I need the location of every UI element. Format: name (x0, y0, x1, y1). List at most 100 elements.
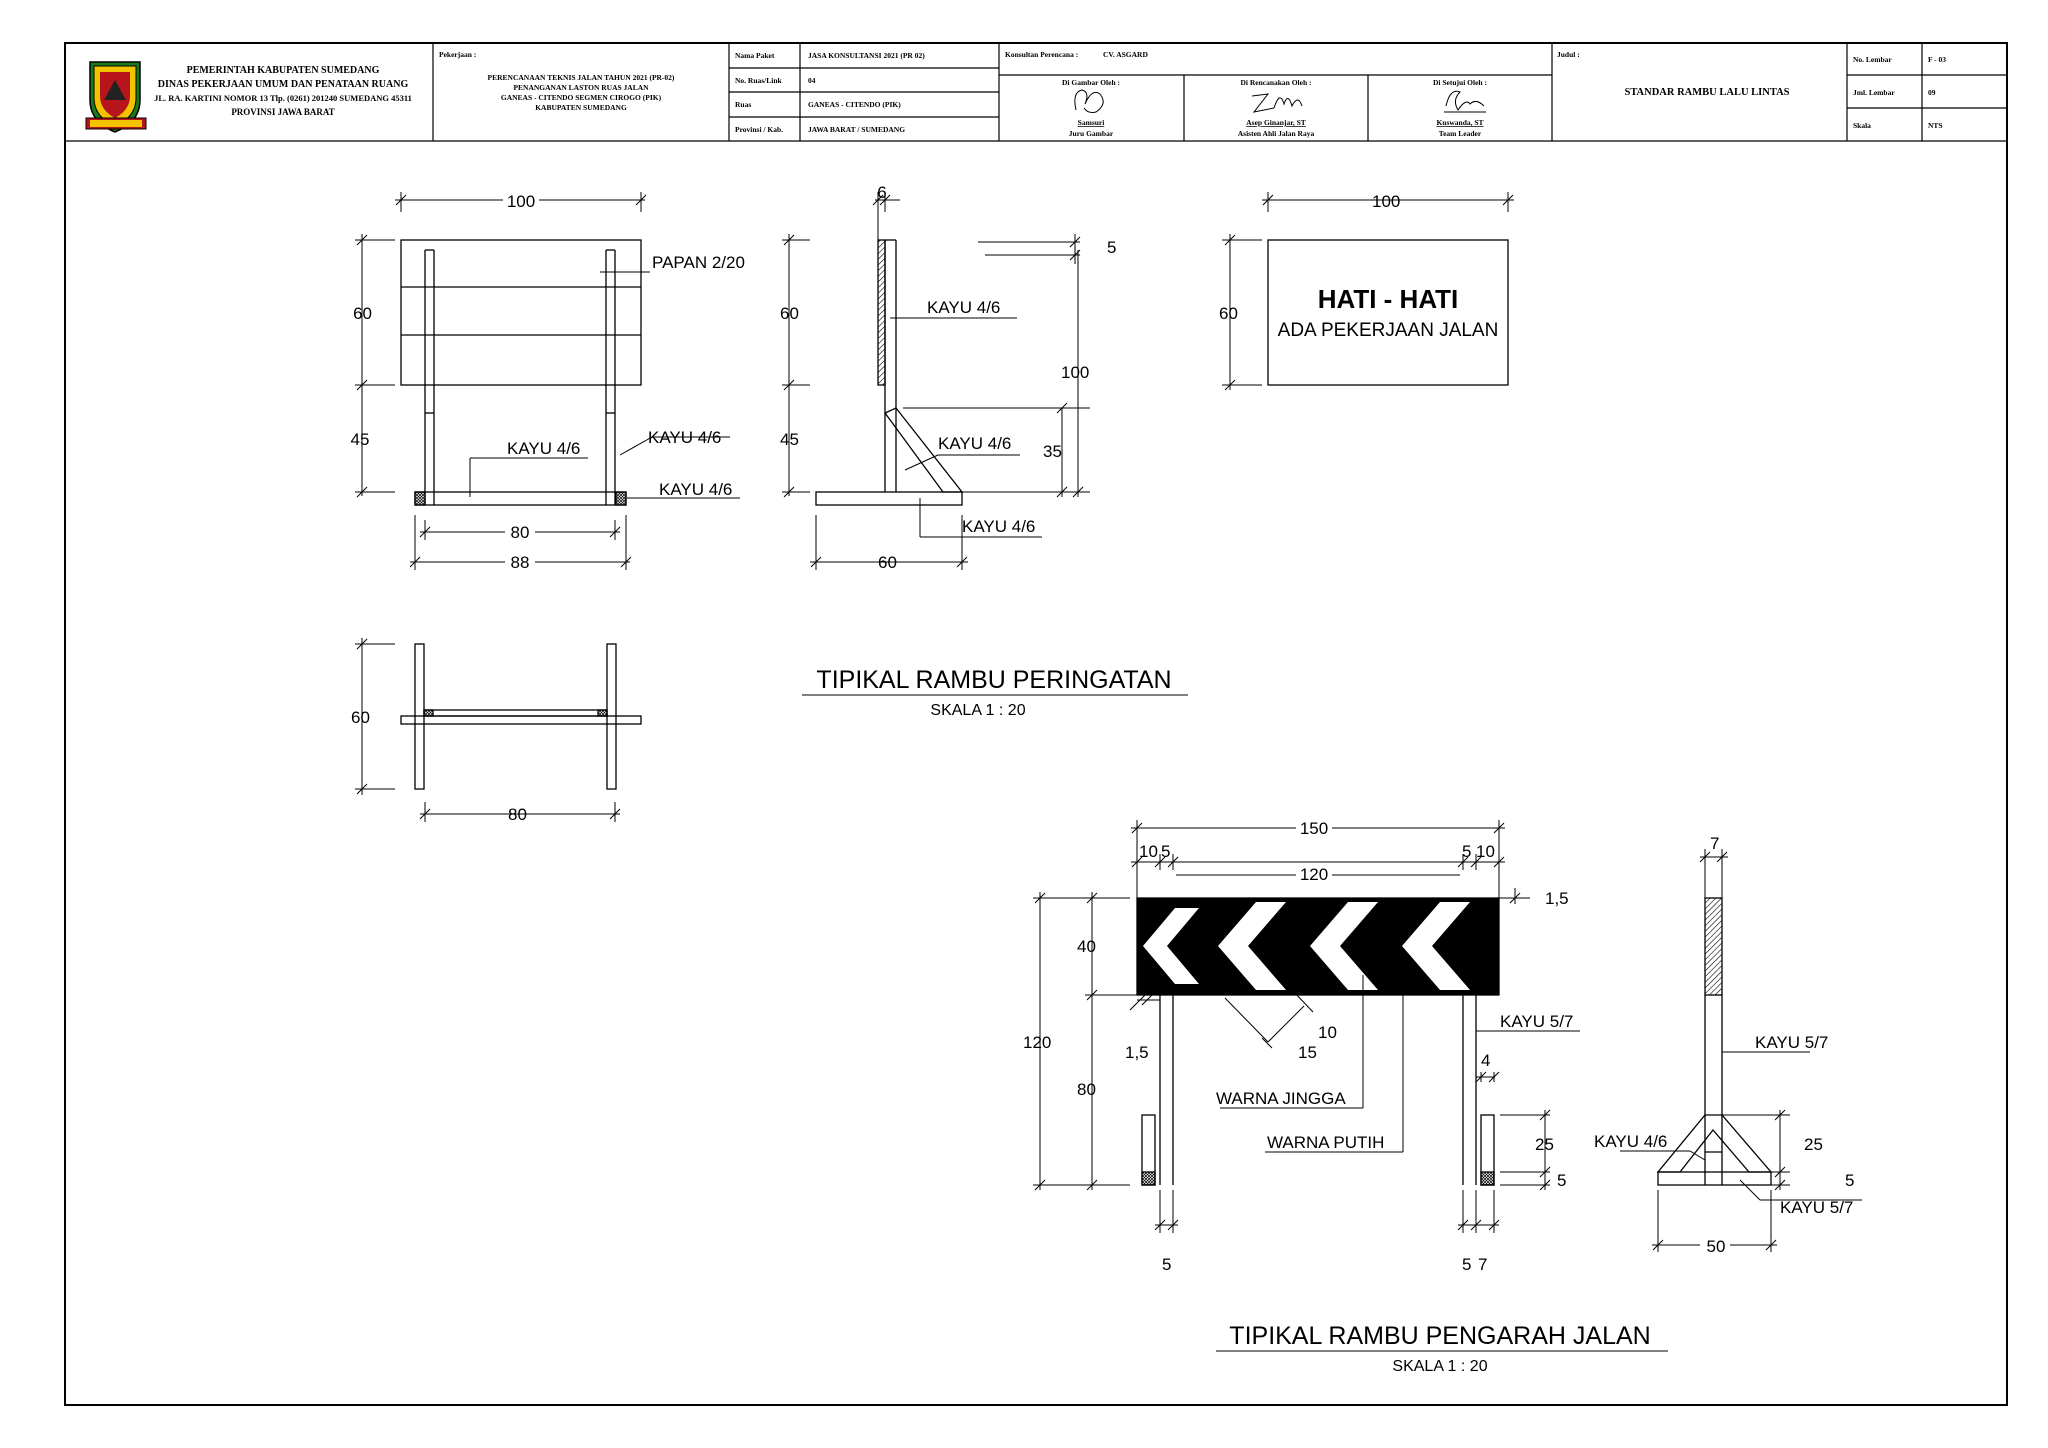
dim-side-height-leg: 45 (780, 430, 799, 449)
dim2-top-gap: 1,5 (1545, 889, 1569, 908)
label2-orange: WARNA JINGGA (1216, 1089, 1346, 1108)
pekerjaan-label: Pekerjaan : (439, 50, 476, 59)
label2-side-brace: KAYU 4/6 (1594, 1132, 1667, 1151)
dim2-side-foot-25: 25 (1804, 1135, 1823, 1154)
dim2-right-10: 10 (1476, 842, 1495, 861)
agency-line3: JL. RA. KARTINI NOMOR 13 Tlp. (0261) 201… (154, 93, 412, 103)
dim-side-brace-height: 35 (1043, 442, 1062, 461)
sign-text-main: HATI - HATI (1318, 284, 1459, 314)
warning-sign-front-view (400, 239, 642, 506)
side-dimension-lines (782, 192, 1090, 570)
info-value-provinsi: JAWA BARAT / SUMEDANG (808, 125, 905, 134)
label2-post: KAYU 5/7 (1500, 1012, 1573, 1031)
pekerjaan-line2: PENANGANAN LASTON RUAS JALAN (513, 83, 649, 92)
dim-side-total-height: 100 (1061, 363, 1089, 382)
dim2-foot-25: 25 (1535, 1135, 1554, 1154)
dim2-left-gap: 1,5 (1125, 1043, 1149, 1062)
chevron-sign-front-view (1136, 897, 1500, 1186)
konsultan-value: CV. ASGARD (1103, 50, 1148, 59)
dim2-left-5: 5 (1161, 842, 1170, 861)
dim2-bottom-right-5: 5 (1462, 1255, 1471, 1274)
info-value-paket: JASA KONSULTANSI 2021 (PR 02) (808, 51, 925, 60)
info-label-ruas: Ruas (735, 100, 751, 109)
title-block (65, 43, 2007, 142)
drawing1-scale: SKALA 1 : 20 (930, 702, 1025, 719)
info-label-ruas-link: No. Ruas/Link (735, 76, 783, 85)
judul-label: Judul : (1557, 50, 1580, 59)
sheet-value-count: 09 (1928, 88, 1936, 97)
regency-logo (85, 61, 147, 133)
label-front-post: KAYU 4/6 (507, 439, 580, 458)
signature-heading-designed: Di Rencanakan Oleh : (1240, 78, 1311, 87)
dim2-inner-width: 120 (1300, 865, 1328, 884)
label-front-base-end: KAYU 4/6 (659, 480, 732, 499)
dim2-side-base-width: 50 (1707, 1237, 1726, 1256)
label2-side-base: KAYU 5/7 (1780, 1198, 1853, 1217)
label-side-base: KAYU 4/6 (962, 517, 1035, 536)
label-side-brace: KAYU 4/6 (938, 434, 1011, 453)
agency-line4: PROVINSI JAWA BARAT (231, 107, 334, 117)
dim2-chevron-15: 15 (1298, 1043, 1317, 1062)
pekerjaan-line1: PERENCANAAN TEKNIS JALAN TAHUN 2021 (PR-… (488, 73, 675, 82)
dim2-right-5: 5 (1462, 842, 1471, 861)
sheet-label-no: No. Lembar (1853, 55, 1892, 64)
label-board: PAPAN 2/20 (652, 253, 745, 272)
sheet-label-count: Jml. Lembar (1853, 88, 1895, 97)
dim-bg (1296, 864, 1332, 884)
dim2-left-10: 10 (1139, 842, 1158, 861)
pekerjaan-line4: KABUPATEN SUMEDANG (535, 103, 627, 112)
dim-front-height-leg: 45 (351, 430, 370, 449)
signature-designed (1251, 93, 1303, 113)
dim-front-width-top: 100 (507, 192, 535, 211)
signature-name-drawn: Samsuri (1078, 118, 1105, 127)
drawing2-title: TIPIKAL RAMBU PENGARAH JALAN (1229, 1322, 1650, 1350)
dim2-post-4: 4 (1481, 1051, 1490, 1070)
warning-sign-side-view (815, 239, 964, 506)
dim2-bottom-right-7: 7 (1478, 1255, 1487, 1274)
dim2-chevron-10: 10 (1318, 1023, 1337, 1042)
signature-approved (1444, 90, 1486, 113)
dim-front-width-inner: 80 (511, 523, 530, 542)
chevron-sign-side-view (1656, 897, 1773, 1186)
sheet-value-scale: NTS (1928, 121, 1943, 130)
label-front-base-beam: KAYU 4/6 (648, 428, 721, 447)
dim-bg (503, 190, 539, 210)
dim-bg (1700, 1235, 1730, 1255)
dim2-side-foot-5: 5 (1845, 1171, 1854, 1190)
signature-heading-drawn: Di Gambar Oleh : (1062, 78, 1120, 87)
judul-value: STANDAR RAMBU LALU LINTAS (1624, 87, 1789, 98)
chevron-dimension-lines (1033, 820, 1580, 1233)
dim2-total-height: 120 (1023, 1033, 1051, 1052)
info-label-paket: Nama Paket (735, 51, 775, 60)
dim2-bottom-left-5: 5 (1162, 1255, 1171, 1274)
agency-line2: DINAS PEKERJAAN UMUM DAN PENATAAN RUANG (158, 79, 409, 90)
dim-front-height-board: 60 (353, 304, 372, 323)
drawing1-title: TIPIKAL RAMBU PERINGATAN (816, 666, 1171, 694)
dim2-leg-height: 80 (1077, 1080, 1096, 1099)
dim-plan-width: 80 (508, 805, 527, 824)
dim-face-height: 60 (1219, 304, 1238, 323)
dim2-total-width: 150 (1300, 819, 1328, 838)
dim-bg (505, 522, 535, 542)
sheet-value-no: F - 03 (1928, 55, 1946, 64)
label-side-post: KAYU 4/6 (927, 298, 1000, 317)
sheet-label-scale: Skala (1853, 121, 1871, 130)
signature-role-approved: Team Leader (1439, 129, 1482, 138)
signature-drawn (1074, 89, 1104, 113)
dim2-foot-5: 5 (1557, 1171, 1566, 1190)
sign-face (1222, 192, 1514, 391)
dim-face-width: 100 (1372, 192, 1400, 211)
sheet-border (64, 42, 2008, 1406)
drawing2-scale: SKALA 1 : 20 (1392, 1358, 1487, 1375)
dim-side-height-board: 60 (780, 304, 799, 323)
dim-front-width-total: 88 (511, 553, 530, 572)
signature-name-approved: Kuswanda, ST (1436, 118, 1483, 127)
dim2-board-height: 40 (1077, 937, 1096, 956)
info-label-provinsi: Provinsi / Kab. (735, 125, 783, 134)
signature-heading-approved: Di Setujui Oleh : (1433, 78, 1487, 87)
warning-sign-plan-view (355, 638, 642, 822)
label2-side-post: KAYU 5/7 (1755, 1033, 1828, 1052)
signature-name-designed: Asep Ginanjar, ST (1246, 118, 1306, 127)
sign-text-sub: ADA PEKERJAAN JALAN (1278, 320, 1499, 341)
